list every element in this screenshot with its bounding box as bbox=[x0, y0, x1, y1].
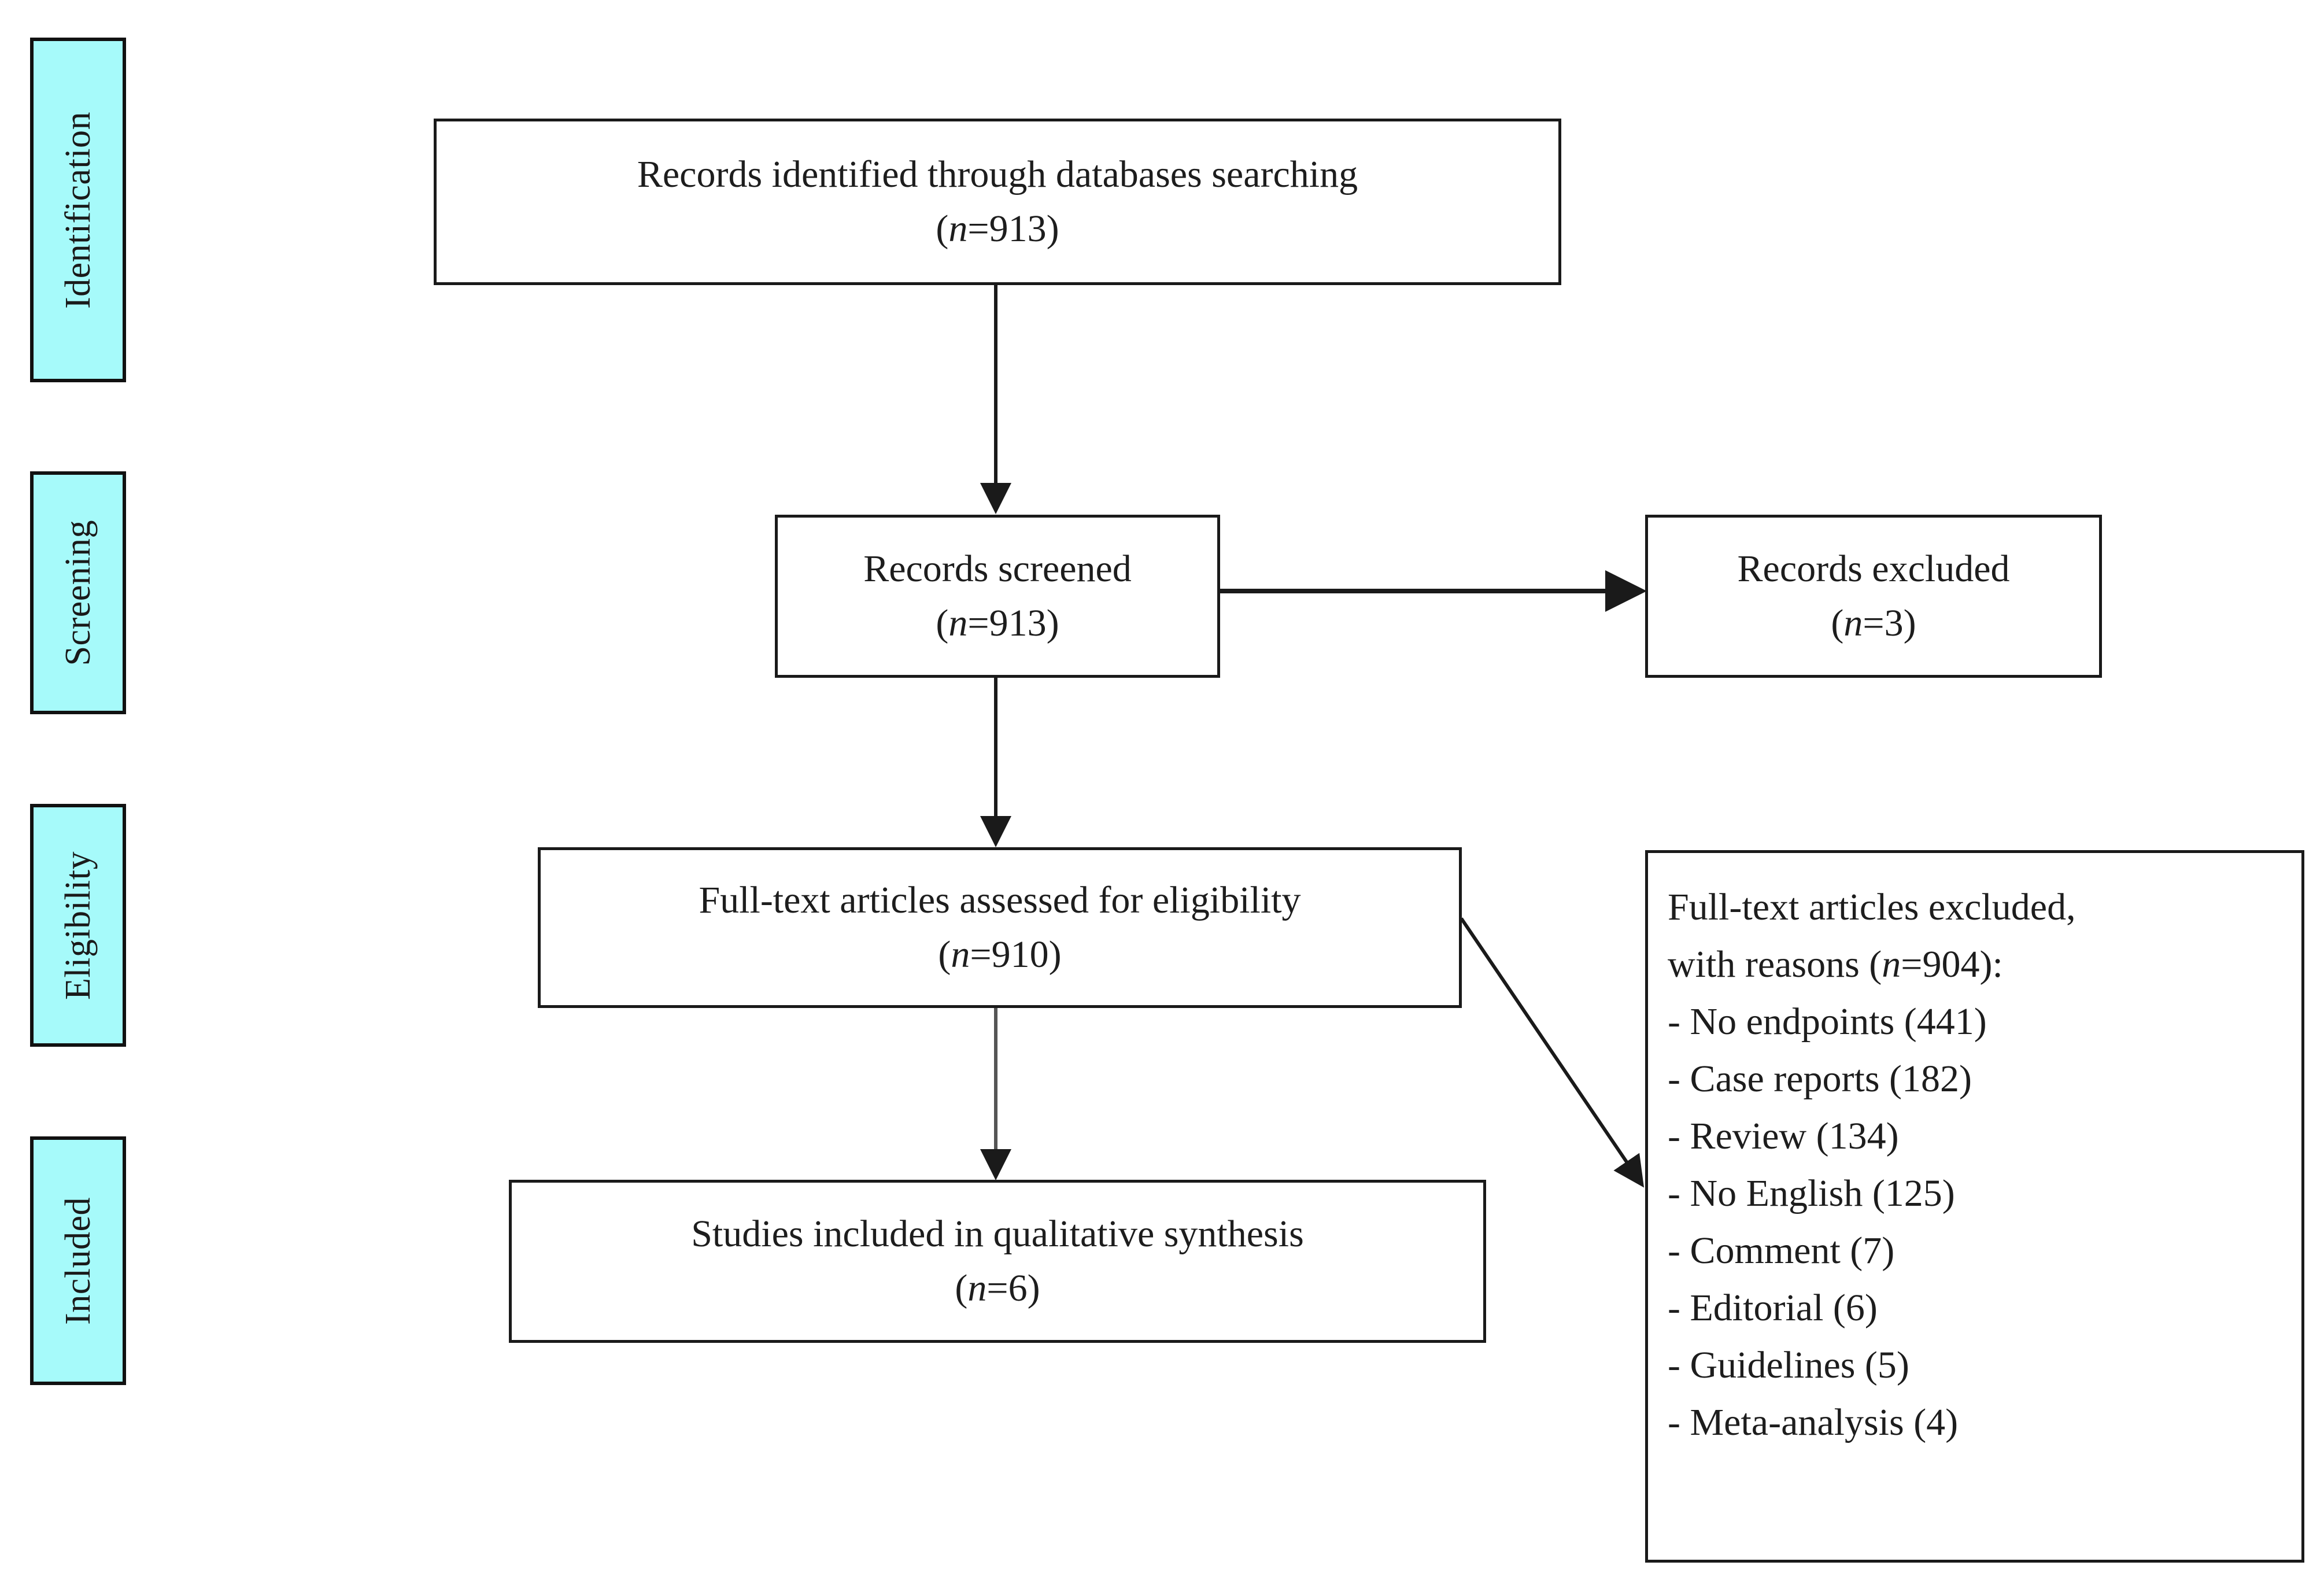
box-records-screened: Records screened (n=913) bbox=[775, 515, 1220, 678]
arrow-eligibility-to-fulltext-excluded bbox=[1460, 917, 1645, 1188]
exclusion-reason-item: - Guidelines (5) bbox=[1668, 1344, 1909, 1386]
box-studies-included-count: (n=6) bbox=[955, 1267, 1040, 1309]
exclusion-reason-item: - Meta-analysis (4) bbox=[1668, 1401, 1959, 1443]
stage-label-screening: Screening bbox=[30, 471, 126, 714]
stage-label-screening-text: Screening bbox=[58, 519, 98, 666]
stage-label-included-text: Included bbox=[58, 1197, 98, 1325]
box-records-identified: Records identified through databases sea… bbox=[434, 119, 1561, 285]
box-fulltext-assessed: Full-text articles assessed for eligibil… bbox=[538, 847, 1462, 1008]
box-records-screened-count: (n=913) bbox=[936, 602, 1059, 644]
stage-label-eligibility-text: Eligibility bbox=[58, 851, 98, 1000]
stage-label-included: Included bbox=[30, 1136, 126, 1385]
box-records-identified-count: (n=913) bbox=[936, 208, 1059, 250]
fulltext-excluded-line2: with reasons (n=904): bbox=[1668, 943, 2003, 985]
fulltext-excluded-line1: Full-text articles excluded, bbox=[1668, 886, 2076, 928]
exclusion-reason-item: - No endpoints (441) bbox=[1668, 1000, 1987, 1043]
box-studies-included-title: Studies included in qualitative synthesi… bbox=[691, 1213, 1304, 1256]
stage-label-identification: Identification bbox=[30, 38, 126, 382]
box-records-excluded-count: (n=3) bbox=[1831, 602, 1916, 644]
box-records-excluded-title: Records excluded bbox=[1737, 548, 2010, 590]
exclusion-reason-item: - Editorial (6) bbox=[1668, 1287, 1878, 1329]
stage-label-eligibility: Eligibility bbox=[30, 804, 126, 1047]
box-fulltext-assessed-title: Full-text articles assessed for eligibil… bbox=[699, 879, 1301, 922]
box-studies-included: Studies included in qualitative synthesi… bbox=[509, 1180, 1486, 1343]
box-records-excluded: Records excluded (n=3) bbox=[1645, 515, 2102, 678]
exclusion-reason-item: - Comment (7) bbox=[1668, 1230, 1895, 1272]
exclusion-reason-item: - Review (134) bbox=[1668, 1115, 1899, 1157]
box-fulltext-assessed-count: (n=910) bbox=[938, 933, 1062, 976]
stage-label-identification-text: Identification bbox=[58, 111, 98, 309]
box-fulltext-excluded-reasons: Full-text articles excluded, with reason… bbox=[1645, 850, 2304, 1563]
exclusion-reason-item: - No English (125) bbox=[1668, 1172, 1955, 1214]
box-records-screened-title: Records screened bbox=[863, 548, 1132, 590]
box-records-identified-title: Records identified through databases sea… bbox=[637, 153, 1358, 196]
exclusion-reason-item: - Case reports (182) bbox=[1668, 1058, 1972, 1100]
